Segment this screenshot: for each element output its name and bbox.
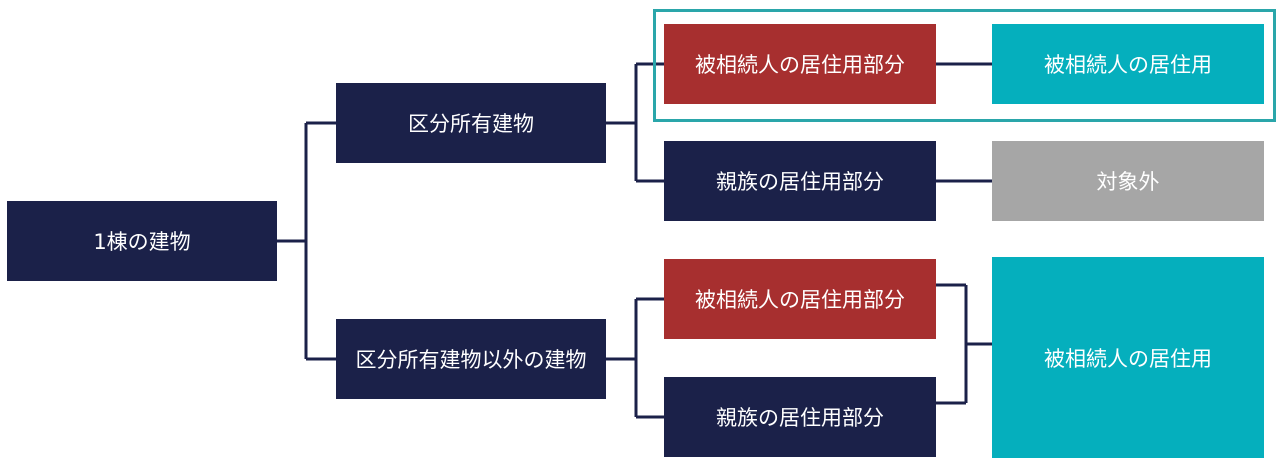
bottom-result-label: 被相続人の居住用 <box>1044 346 1212 371</box>
branch-top-label: 区分所有建物 <box>408 112 534 136</box>
top-leaf-2-label: 親族の居住用部分 <box>716 170 884 194</box>
branch-bottom-label: 区分所有建物以外の建物 <box>355 348 587 372</box>
branch-bottom-node: 区分所有建物以外の建物 <box>336 319 606 399</box>
top-leaf-1-label: 被相続人の居住用部分 <box>695 53 905 77</box>
top-result-1-label: 被相続人の居住用 <box>1044 53 1212 77</box>
bottom-leaf-1-node: 被相続人の居住用部分 <box>664 259 936 339</box>
top-result-2-label: 対象外 <box>1096 170 1160 194</box>
top-result-2-node: 対象外 <box>992 141 1264 221</box>
bottom-leaf-2-node: 親族の居住用部分 <box>664 377 936 457</box>
top-result-1-node: 被相続人の居住用 <box>992 24 1264 104</box>
top-leaf-2-node: 親族の居住用部分 <box>664 141 936 221</box>
bottom-leaf-2-label: 親族の居住用部分 <box>716 406 884 430</box>
bottom-result-node: 被相続人の居住用 <box>992 257 1264 458</box>
root-node: 1棟の建物 <box>7 201 277 281</box>
top-leaf-1-node: 被相続人の居住用部分 <box>664 24 936 104</box>
bottom-leaf-1-label: 被相続人の居住用部分 <box>695 288 905 312</box>
highlight-frame <box>653 9 1276 122</box>
branch-top-node: 区分所有建物 <box>336 83 606 163</box>
root-node-label: 1棟の建物 <box>93 230 191 254</box>
